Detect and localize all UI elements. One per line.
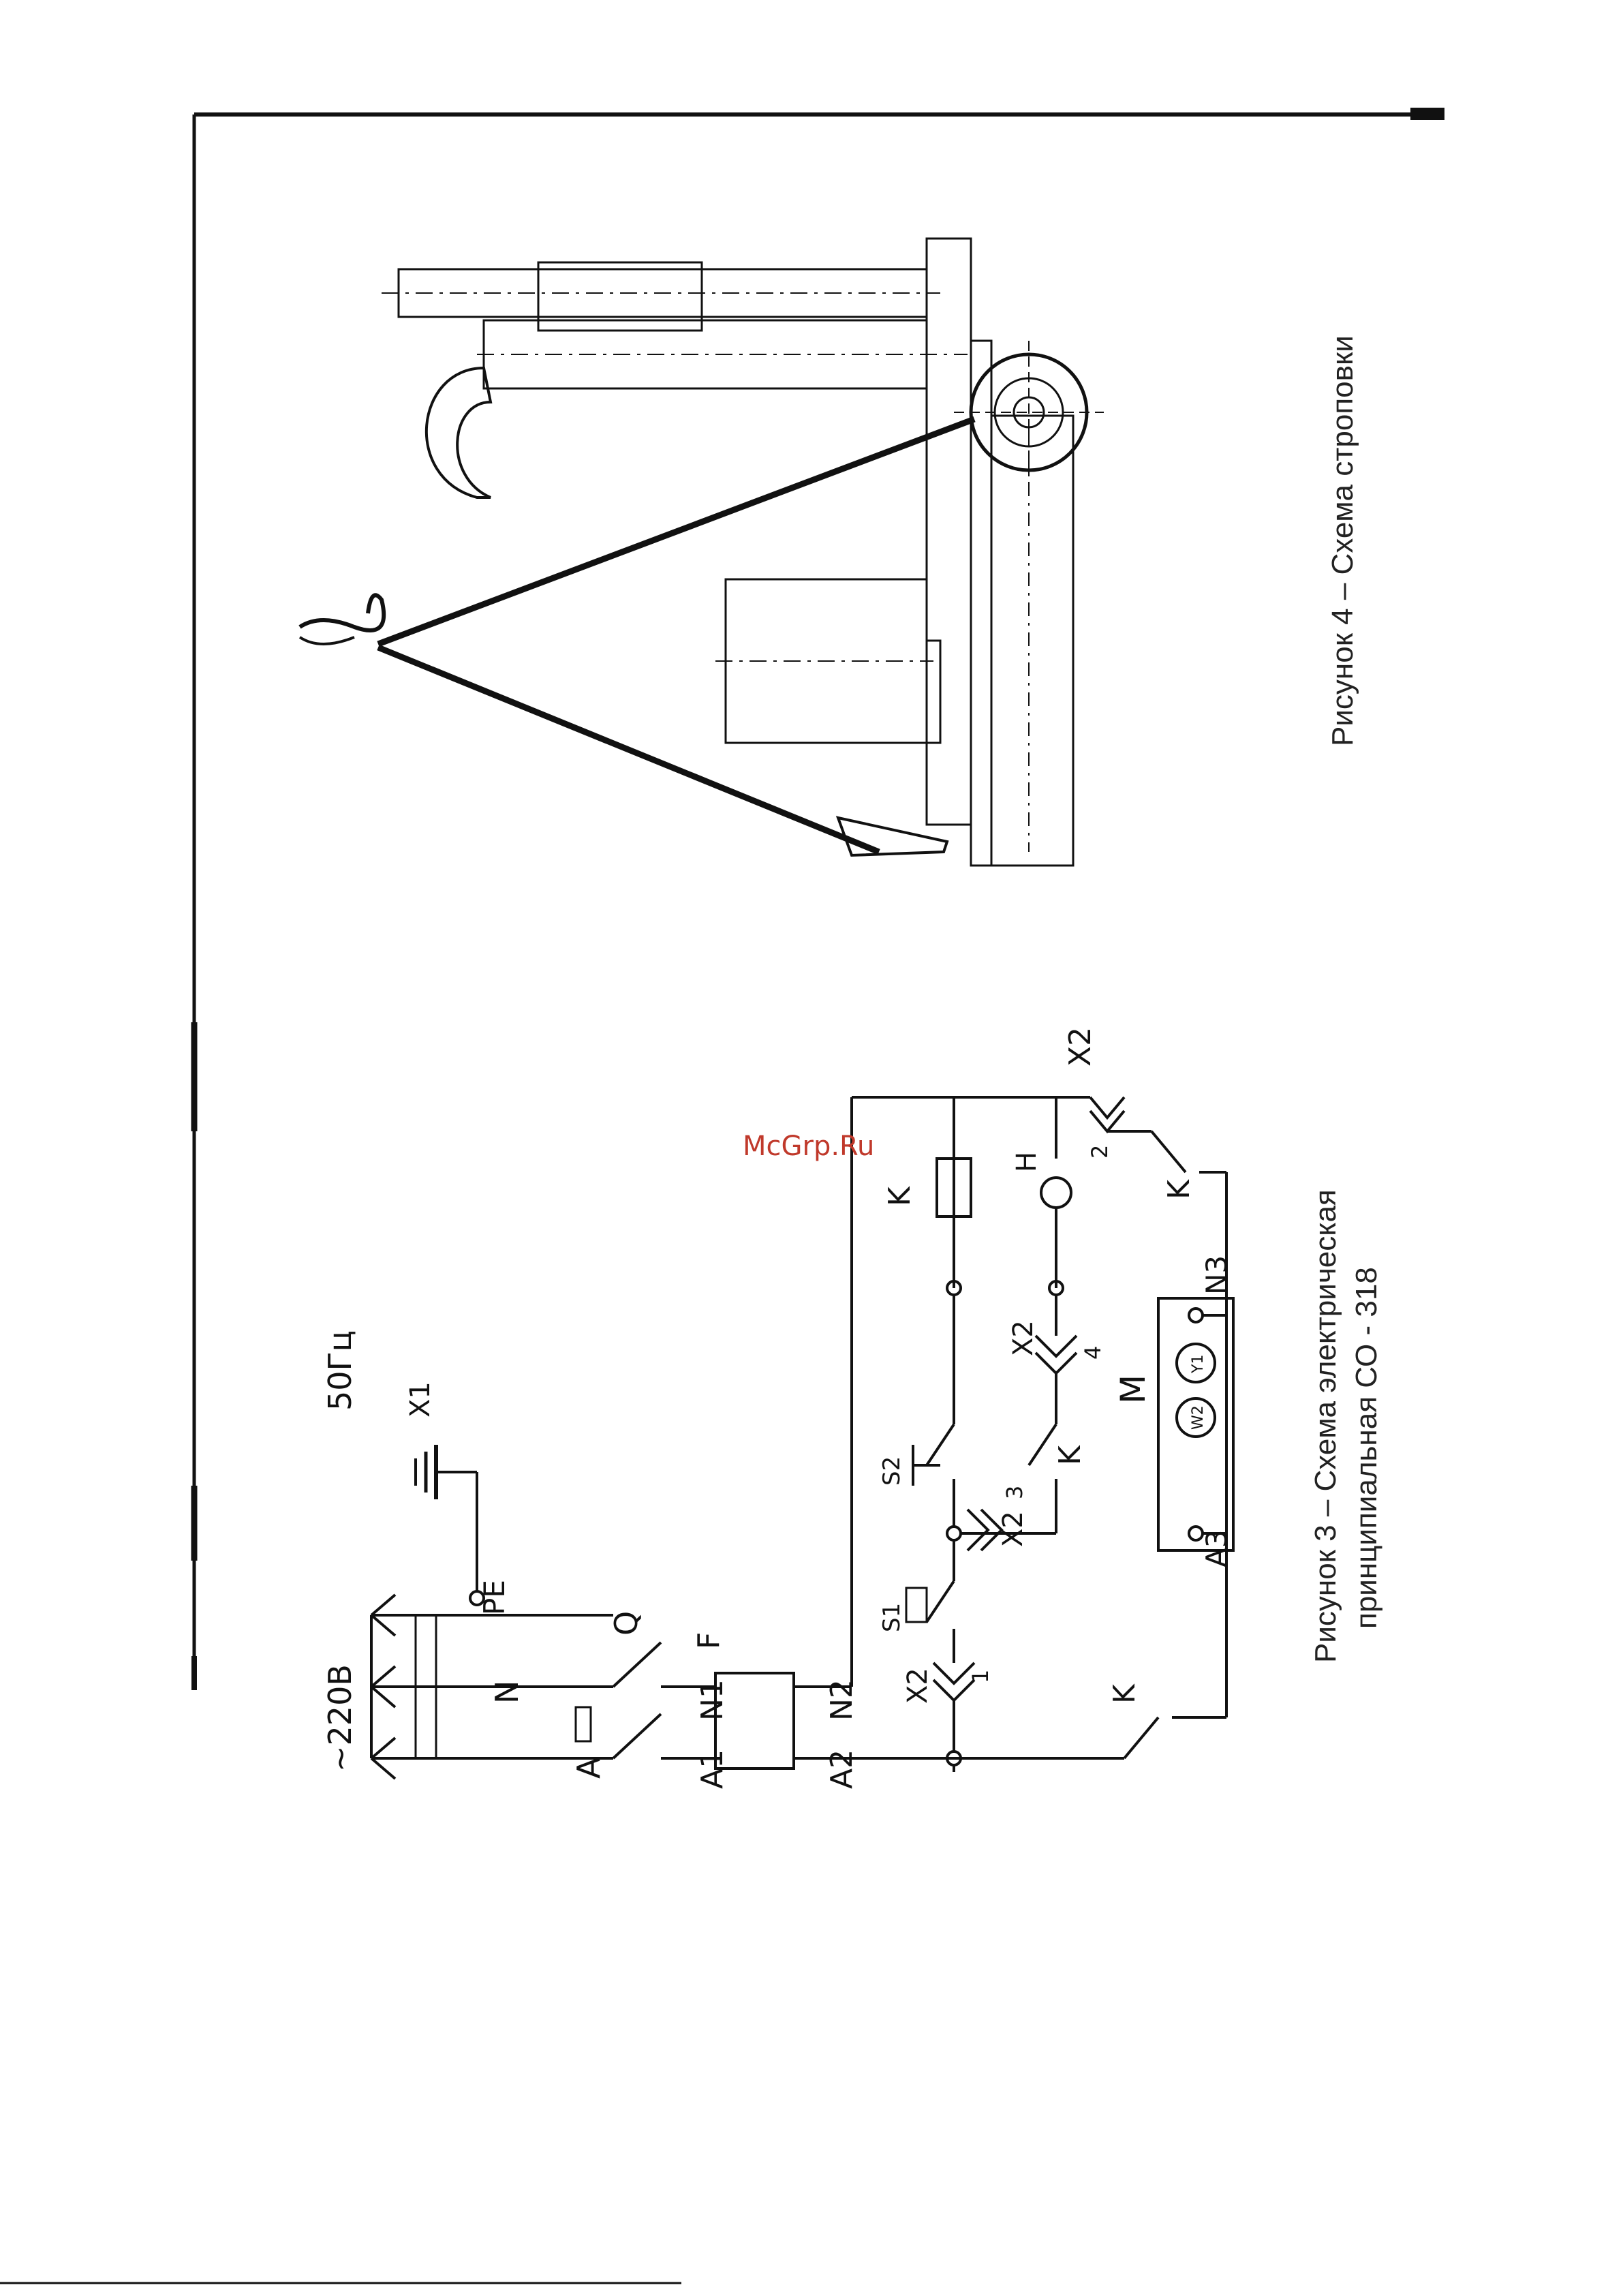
x2-top-label: X2 [1063, 1027, 1098, 1067]
h-lamp-label: H [1011, 1152, 1042, 1172]
line-n-label: N [489, 1681, 525, 1704]
ground-x1-label: X1 [405, 1381, 436, 1418]
pe-label: PE [478, 1580, 511, 1615]
k-contact-top-label: K [1162, 1179, 1196, 1199]
s1-label: S1 [878, 1603, 906, 1632]
frequency-label: 50Гц [322, 1330, 358, 1411]
y1-label: Y1 [1190, 1355, 1207, 1374]
captions: Рисунок 3 – Схема электрическая принципи… [1309, 335, 1383, 1663]
n2-label: N2 [824, 1679, 859, 1721]
pin-1-label: 1 [968, 1670, 993, 1683]
k-contact-mid-label: K [1053, 1445, 1087, 1465]
electrical-schematic-figure [371, 1097, 1233, 1779]
watermark: McGrp.Ru [743, 1131, 874, 1162]
n1-label: N1 [695, 1679, 730, 1721]
pin-4-label: 4 [1080, 1346, 1106, 1360]
k-contact-bottom-label: K [1107, 1683, 1142, 1704]
pin-2-label: 2 [1087, 1145, 1113, 1159]
switch-q-label: Q [608, 1611, 645, 1636]
figure3-caption-line2: принципиальная СО - 318 [1350, 1267, 1383, 1629]
motor-m-label: M [1113, 1375, 1153, 1404]
n3-label: N3 [1200, 1255, 1233, 1295]
x2-1-label: X2 [902, 1668, 933, 1704]
a1-label: A1 [695, 1749, 730, 1789]
s2-label: S2 [878, 1456, 906, 1486]
x2-4-label: X2 [1008, 1320, 1039, 1356]
lifting-scheme-figure [300, 239, 1104, 866]
k-coil-label: K [882, 1186, 917, 1206]
voltage-label: ~220В [322, 1664, 358, 1772]
figure4-caption: Рисунок 4 – Схема строповки [1326, 335, 1359, 746]
figure3-caption-line1: Рисунок 3 – Схема электрическая [1309, 1189, 1342, 1663]
line-a-label: A [570, 1757, 607, 1779]
a2-label: A2 [824, 1749, 859, 1789]
f-label: F [692, 1632, 726, 1649]
w2-label: W2 [1190, 1405, 1207, 1430]
a3-label: A3 [1200, 1530, 1233, 1567]
x2-3-label: X2 [998, 1511, 1029, 1547]
pin-3-label: 3 [1002, 1486, 1027, 1499]
